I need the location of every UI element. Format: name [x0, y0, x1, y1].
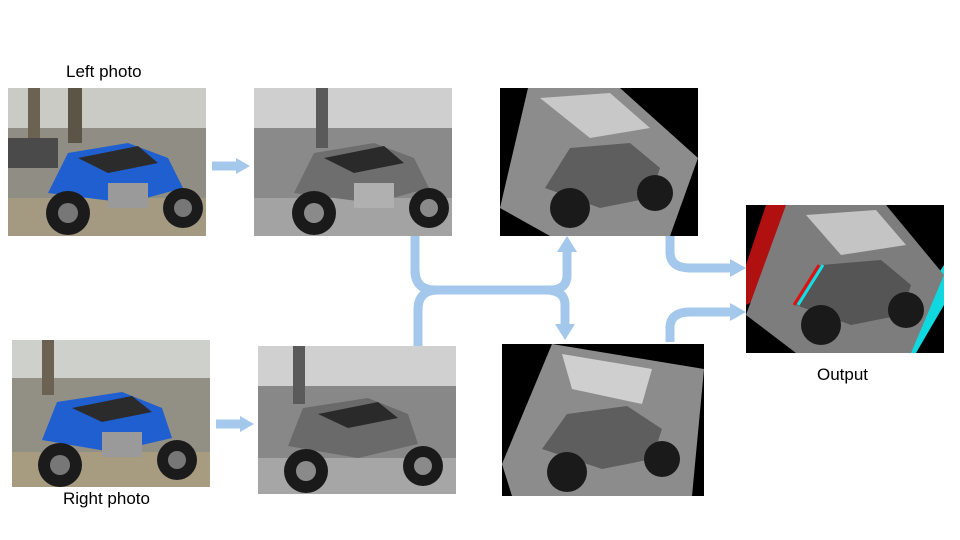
left-photo-label: Left photo: [66, 62, 142, 81]
left-color-photo: [8, 88, 206, 236]
arrow-head-right-gray: [240, 416, 254, 432]
right-color-photo: [12, 340, 210, 487]
arrow-head-output-bottom: [730, 303, 746, 321]
arrow-head-left-gray: [236, 158, 250, 174]
arrow-head-output-top: [730, 259, 746, 277]
left-grayscale-photo: [254, 88, 452, 236]
output-anaglyph: [746, 205, 944, 353]
right-photo-label: Right photo: [63, 489, 150, 508]
arrow-head-right-rectified: [555, 324, 575, 340]
right-grayscale-photo: [258, 346, 456, 494]
right-rectified-photo: [502, 344, 704, 496]
arrow-head-left-rectified: [557, 236, 577, 252]
left-rectified-photo: [500, 88, 698, 236]
output-label: Output: [817, 365, 869, 384]
